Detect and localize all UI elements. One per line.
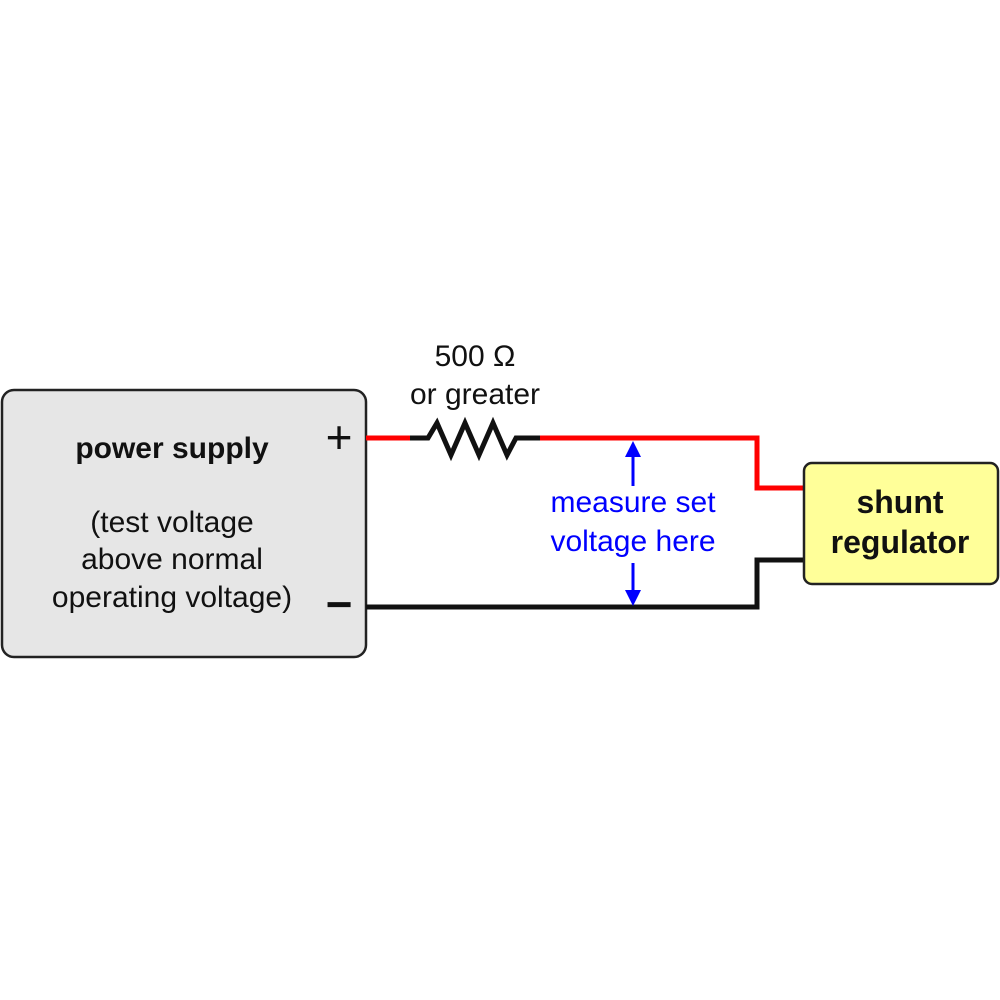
resistor-qualifier-label: or greater — [410, 378, 540, 411]
shunt-regulator-label-line-2: regulator — [831, 524, 970, 560]
power-supply: power supply (test voltage above normal … — [0, 388, 368, 659]
power-supply-note-line-3: operating voltage) — [52, 581, 292, 614]
power-supply-title: power supply — [75, 432, 269, 465]
shunt-regulator-label-line-1: shunt — [856, 484, 943, 520]
resistor-zigzag — [410, 416, 540, 462]
measurement-label-line-2: voltage here — [550, 525, 715, 558]
resistor-value-label: 500 Ω — [435, 340, 516, 373]
resistor: 500 Ω or greater — [410, 340, 540, 462]
measurement-label-line-1: measure set — [550, 486, 716, 519]
negative-wire — [366, 557, 804, 610]
power-supply-note-line-1: (test voltage — [90, 506, 253, 539]
power-supply-box — [0, 388, 368, 659]
measure-arrow-up-head — [625, 441, 641, 457]
positive-terminal-symbol: + — [326, 411, 353, 463]
measurement-annotation: measure set voltage here — [550, 441, 716, 606]
positive-wire-segment-right — [538, 435, 804, 491]
positive-wire — [366, 435, 804, 491]
shunt-regulator: shunt regulator — [802, 461, 1000, 586]
measure-arrow-down-head — [625, 590, 641, 606]
negative-terminal-symbol: − — [326, 578, 353, 630]
power-supply-note-line-2: above normal — [81, 543, 263, 576]
shunt-regulator-box — [802, 461, 1000, 586]
